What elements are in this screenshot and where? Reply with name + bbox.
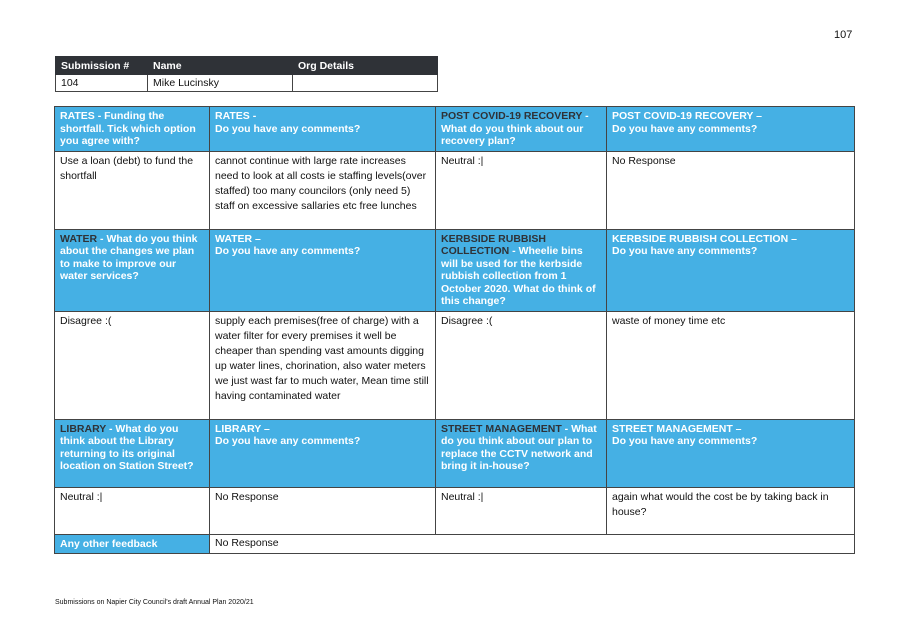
rates-question-text: - Funding the shortfall. Tick which opti…: [60, 110, 196, 147]
kerbside-comments-text: Do you have any comments?: [612, 245, 758, 257]
covid-comments-dash: –: [753, 110, 762, 122]
feedback-label: Any other feedback: [54, 533, 210, 554]
covid-question-header: POST COVID-19 RECOVERY - What do you thi…: [435, 106, 607, 152]
street-question-topic: STREET MANAGEMENT: [441, 422, 562, 435]
feedback-row: Any other feedback No Response: [54, 533, 855, 554]
library-comment: No Response: [209, 486, 436, 535]
water-comment: supply each premises(free of charge) wit…: [209, 310, 436, 420]
submission-header-row: Submission # Name Org Details: [55, 56, 438, 75]
name-value: Mike Lucinsky: [147, 74, 293, 92]
kerbside-question-header: KERBSIDE RUBBISH COLLECTION - Wheelie bi…: [435, 228, 607, 312]
page-number: 107: [834, 29, 853, 41]
covid-question-text: - What do you think about our recovery p…: [441, 110, 589, 147]
name-header: Name: [147, 56, 293, 75]
kerbside-comment: waste of money time etc: [606, 310, 855, 420]
water-comments-dash: –: [252, 232, 261, 245]
submission-table: Submission # Name Org Details 104 Mike L…: [55, 56, 438, 92]
covid-comments-header: POST COVID-19 RECOVERY –Do you have any …: [606, 106, 855, 152]
feedback-value: No Response: [209, 533, 855, 554]
header-row: WATER - What do you think about the chan…: [54, 228, 855, 312]
covid-answer: Neutral :|: [435, 150, 607, 230]
kerbside-question-text: - Wheelie bins will be used for the kerb…: [441, 245, 596, 307]
water-comments-text: Do you have any comments?: [215, 245, 361, 257]
rates-comment: cannot continue with large rate increase…: [209, 150, 436, 230]
water-question-topic: WATER: [60, 232, 98, 245]
response-row: Disagree :( supply each premises(free of…: [54, 310, 855, 420]
org-details-header: Org Details: [292, 56, 438, 75]
header-row: LIBRARY - What do you think about the Li…: [54, 418, 855, 488]
rates-comments-header: RATES -Do you have any comments?: [209, 106, 436, 152]
rates-comments-text: Do you have any comments?: [215, 122, 361, 135]
water-comments-topic: WATER: [215, 232, 253, 245]
submission-number-header: Submission #: [55, 56, 148, 75]
header-row: RATES - Funding the shortfall. Tick whic…: [54, 106, 855, 152]
covid-comments-text: Do you have any comments?: [612, 122, 758, 135]
kerbside-comments-header: KERBSIDE RUBBISH COLLECTION – Do you have…: [606, 228, 855, 312]
library-comments-dash: –: [261, 422, 270, 435]
rates-question-topic: RATES: [60, 110, 95, 122]
annual-plan-table: RATES - Funding the shortfall. Tick whic…: [54, 106, 855, 554]
water-answer: Disagree :(: [54, 310, 210, 420]
street-question-header: STREET MANAGEMENT - What do you think ab…: [435, 418, 607, 488]
library-comments-header: LIBRARY –Do you have any comments?: [209, 418, 436, 488]
kerbside-comments-dash: –: [788, 232, 797, 245]
library-comments-topic: LIBRARY: [215, 422, 262, 435]
org-details-value: [292, 74, 438, 92]
submission-value-row: 104 Mike Lucinsky: [55, 74, 438, 92]
street-comments-topic: STREET MANAGEMENT: [612, 422, 733, 435]
library-question-text: - What do you think about the Library re…: [60, 422, 194, 473]
street-question-text: - What do you think about our plan to re…: [441, 422, 597, 473]
water-comments-header: WATER –Do you have any comments?: [209, 228, 436, 312]
water-question-text: - What do you think about the changes we…: [60, 232, 198, 283]
covid-question-topic: POST COVID-19 RECOVERY: [441, 110, 583, 122]
kerbside-answer: Disagree :(: [435, 310, 607, 420]
submission-number-value: 104: [55, 74, 148, 92]
covid-comment: No Response: [606, 150, 855, 230]
rates-comments-topic: RATES: [215, 110, 250, 122]
library-answer: Neutral :|: [54, 486, 210, 535]
library-question-header: LIBRARY - What do you think about the Li…: [54, 418, 210, 488]
street-comments-text: Do you have any comments?: [612, 435, 758, 447]
kerbside-comments-topic: KERBSIDE RUBBISH COLLECTION: [612, 232, 789, 245]
street-comment: again what would the cost be by taking b…: [606, 486, 855, 535]
street-answer: Neutral :|: [435, 486, 607, 535]
library-comments-text: Do you have any comments?: [215, 435, 361, 447]
water-question-header: WATER - What do you think about the chan…: [54, 228, 210, 312]
rates-question-header: RATES - Funding the shortfall. Tick whic…: [54, 106, 210, 152]
street-comments-header: STREET MANAGEMENT –Do you have any comme…: [606, 418, 855, 488]
street-comments-dash: –: [732, 422, 742, 435]
kerbside-question-topic: KERBSIDE RUBBISH COLLECTION: [441, 232, 547, 258]
rates-answer: Use a loan (debt) to fund the shortfall: [54, 150, 210, 230]
library-question-topic: LIBRARY: [60, 422, 107, 435]
response-row: Neutral :| No Response Neutral :| again …: [54, 486, 855, 535]
covid-comments-topic: POST COVID-19 RECOVERY: [612, 110, 754, 122]
response-row: Use a loan (debt) to fund the shortfall …: [54, 150, 855, 230]
footer-text: Submissions on Napier City Council's dra…: [55, 599, 254, 606]
rates-comments-dash: -: [249, 110, 257, 122]
